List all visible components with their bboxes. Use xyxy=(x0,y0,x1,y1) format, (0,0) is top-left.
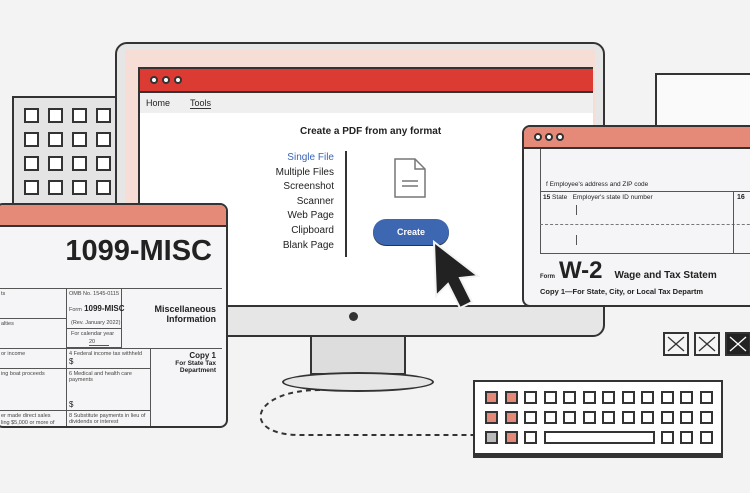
building-window xyxy=(24,132,39,147)
monitor-base xyxy=(282,372,434,392)
format-list: Single File Multiple Files Screenshot Sc… xyxy=(250,151,334,253)
window-dot[interactable] xyxy=(162,76,170,84)
keyboard-key xyxy=(543,391,557,404)
keyboard-key xyxy=(582,391,596,404)
building-window xyxy=(72,132,87,147)
keyboard-key xyxy=(680,411,693,424)
option-single-file[interactable]: Single File xyxy=(287,152,334,163)
keyboard-key xyxy=(524,391,537,404)
checkbox-checked[interactable] xyxy=(725,332,750,356)
keyboard-key xyxy=(504,391,518,404)
keyboard-key xyxy=(524,431,537,444)
option-clipboard[interactable]: Clipboard xyxy=(291,224,334,236)
keyboard-key xyxy=(680,391,693,404)
page-title: Create a PDF from any format xyxy=(300,126,442,137)
keyboard-key xyxy=(524,411,537,424)
keyboard-key xyxy=(621,391,635,404)
building-window xyxy=(96,156,111,171)
building-window xyxy=(48,132,63,147)
building-window xyxy=(24,108,39,123)
building-window xyxy=(24,156,39,171)
spacebar-key xyxy=(543,431,655,444)
building-window xyxy=(48,156,63,171)
keyboard-key xyxy=(660,431,674,444)
form-1099-title: 1099-MISC xyxy=(65,235,212,267)
keyboard-key xyxy=(641,391,654,404)
building-window xyxy=(72,180,87,195)
checkbox[interactable] xyxy=(663,332,689,356)
mouse-cursor-icon xyxy=(432,239,481,310)
keyboard-key xyxy=(699,391,713,404)
keyboard-key xyxy=(621,411,635,424)
keyboard-key xyxy=(641,411,654,424)
keyboard-key xyxy=(602,391,615,404)
document-icon xyxy=(394,158,426,198)
keyboard-key xyxy=(602,411,615,424)
power-led xyxy=(349,312,358,321)
building-window xyxy=(24,180,39,195)
keyboard-key xyxy=(660,411,674,424)
option-screenshot[interactable]: Screenshot xyxy=(283,181,334,193)
keyboard xyxy=(473,380,723,455)
cable xyxy=(259,389,476,436)
keyboard-key xyxy=(504,411,518,424)
keyboard-key xyxy=(680,431,693,444)
keyboard-key xyxy=(485,391,498,404)
window-dot[interactable] xyxy=(545,133,553,141)
form-header xyxy=(0,205,226,227)
option-scanner[interactable]: Scanner xyxy=(296,195,334,207)
keyboard-key xyxy=(543,411,557,424)
building-window xyxy=(96,180,111,195)
keyboard-key xyxy=(485,431,498,444)
building-window xyxy=(72,108,87,123)
keyboard-key xyxy=(504,431,518,444)
window-dot[interactable] xyxy=(556,133,564,141)
keyboard-key xyxy=(699,411,713,424)
building-window xyxy=(48,108,63,123)
building-window xyxy=(72,156,87,171)
building-window xyxy=(96,132,111,147)
keyboard-key xyxy=(485,411,498,424)
checkbox[interactable] xyxy=(694,332,720,356)
tab-home[interactable]: Home xyxy=(146,98,171,108)
option-web-page[interactable]: Web Page xyxy=(287,210,334,222)
tab-tools[interactable]: Tools xyxy=(190,97,212,109)
building-window xyxy=(48,180,63,195)
nav-bar: Home Tools xyxy=(140,93,593,113)
keyboard-key xyxy=(563,391,576,404)
building-window xyxy=(96,108,111,123)
keyboard-key xyxy=(582,411,596,424)
create-button[interactable]: Create xyxy=(373,219,449,245)
keyboard-key xyxy=(563,411,576,424)
form-header xyxy=(524,127,750,149)
title-bar xyxy=(140,69,593,93)
window-dot[interactable] xyxy=(174,76,182,84)
option-multiple-files[interactable]: Multiple Files xyxy=(275,166,334,178)
option-blank-page[interactable]: Blank Page xyxy=(282,239,334,251)
keyboard-key xyxy=(699,431,713,444)
window-dot[interactable] xyxy=(534,133,542,141)
form-w2: f Employee's address and ZIP code 15 Sta… xyxy=(522,125,750,307)
keyboard-key xyxy=(660,391,674,404)
window-dot[interactable] xyxy=(150,76,158,84)
monitor-stand xyxy=(310,337,406,375)
divider xyxy=(345,151,347,257)
form-1099-misc: 1099-MISC ts alties or income ing boat p… xyxy=(0,203,228,428)
app-window: Home Tools Create a PDF from any format … xyxy=(138,67,593,307)
paper-sheet xyxy=(655,73,750,133)
